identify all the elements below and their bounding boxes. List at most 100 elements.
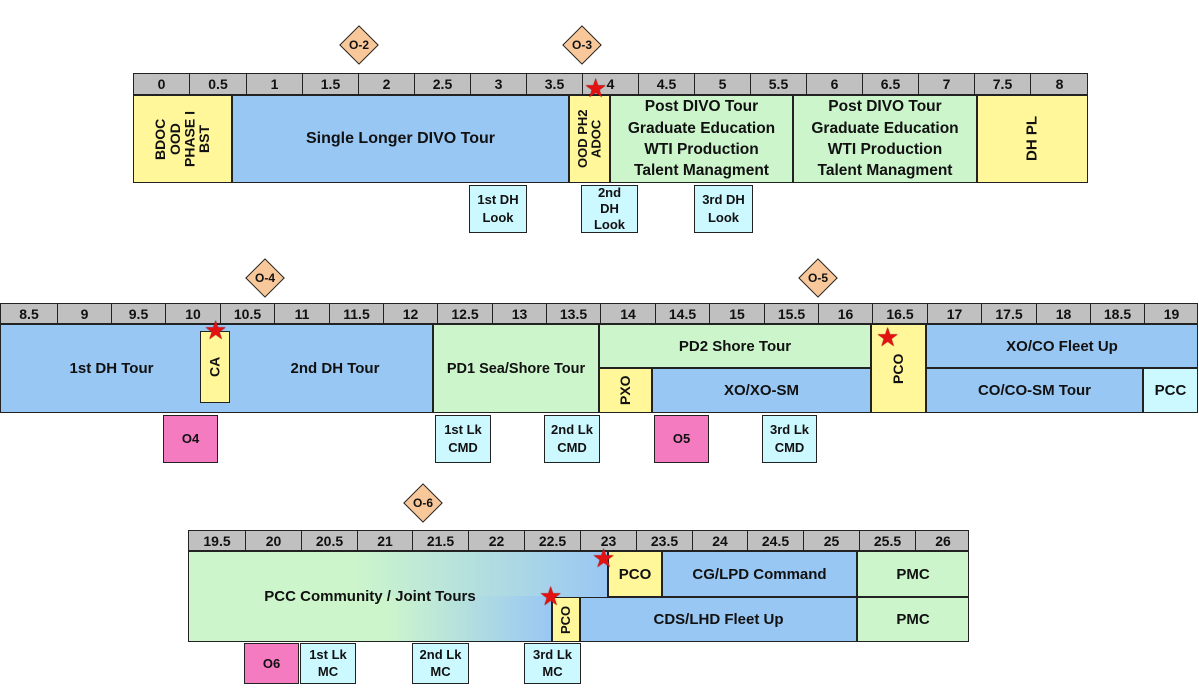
tick: 22 <box>468 531 524 550</box>
tick: 24 <box>692 531 747 550</box>
board-o5: O5 <box>654 415 709 463</box>
tick: 7 <box>918 74 974 94</box>
tick: 26 <box>915 531 970 550</box>
block-post-divo-1: Post DIVO Tour Graduate Education WTI Pr… <box>610 95 793 183</box>
tick: 16.5 <box>872 304 927 323</box>
star-marker: ★ <box>592 543 616 573</box>
tick: 10 <box>165 304 220 323</box>
tick: 17.5 <box>981 304 1036 323</box>
tick: 21.5 <box>412 531 468 550</box>
tick: 5.5 <box>750 74 806 94</box>
tick: 25.5 <box>859 531 915 550</box>
tick: 2 <box>358 74 414 94</box>
tick: 6.5 <box>862 74 918 94</box>
block-pxo: PXO <box>599 368 652 413</box>
milestone-o2: O-2 <box>339 25 379 65</box>
tick: 7.5 <box>974 74 1030 94</box>
block-community-bottom <box>188 596 552 642</box>
tick: 16 <box>818 304 872 323</box>
tick: 15 <box>709 304 764 323</box>
block-xo-co-fleet-up: XO/CO Fleet Up <box>926 324 1198 368</box>
tick: 2.5 <box>414 74 470 94</box>
tick: 22.5 <box>524 531 580 550</box>
block-pd2-tour: PD2 Shore Tour <box>599 324 871 368</box>
milestone-o5: O-5 <box>798 258 838 298</box>
tick: 3 <box>470 74 526 94</box>
block-community-top <box>188 551 608 597</box>
tick: 6 <box>806 74 862 94</box>
tick: 23.5 <box>636 531 692 550</box>
tick: 13.5 <box>546 304 600 323</box>
look-2nd-dh: 2nd DH Look <box>581 185 638 233</box>
milestone-label: O-3 <box>571 38 592 52</box>
look-1st-dh: 1st DH Look <box>469 185 527 233</box>
block-dh-pl: DH PL <box>977 95 1088 183</box>
block-cg-lpd-command: CG/LPD Command <box>662 551 857 597</box>
tick: 25 <box>803 531 859 550</box>
board-o4: O4 <box>163 415 218 463</box>
tick: 18.5 <box>1090 304 1144 323</box>
tick: 5 <box>694 74 750 94</box>
tick: 12 <box>383 304 437 323</box>
block-pco-a: PCO <box>608 551 662 597</box>
tick: 4.5 <box>638 74 694 94</box>
tick: 19.5 <box>203 532 231 549</box>
tick: 1.5 <box>302 74 358 94</box>
label-2nd-dh-tour: 2nd DH Tour <box>290 360 380 377</box>
tick: 11.5 <box>329 304 383 323</box>
tick: 18 <box>1036 304 1090 323</box>
tick: 11 <box>274 304 329 323</box>
block-pmc-1: PMC <box>857 551 969 597</box>
tick: 4 <box>582 74 638 94</box>
tick: 3.5 <box>526 74 582 94</box>
star-marker: ★ <box>876 322 900 352</box>
tick: 23 <box>580 531 636 550</box>
tick: 9 <box>57 304 111 323</box>
block-pmc-2: PMC <box>857 597 969 642</box>
star-marker: ★ <box>584 73 608 103</box>
look-1st-lk-cmd: 1st Lk CMD <box>435 415 491 463</box>
look-3rd-dh: 3rd DH Look <box>694 185 753 233</box>
block-pd1-tour: PD1 Sea/Shore Tour <box>433 324 599 413</box>
milestone-label: O-5 <box>807 271 828 285</box>
tick: 14.5 <box>655 304 709 323</box>
milestone-o6: O-6 <box>403 483 443 523</box>
tick: 21 <box>357 531 412 550</box>
board-o6: O6 <box>244 643 299 684</box>
timeline-scale-row1: 0 0.5 1 1.5 2 2.5 3 3.5 4 4.5 5 5.5 6 6.… <box>133 73 1088 95</box>
milestone-label: O-6 <box>412 496 433 510</box>
tick: 15.5 <box>764 304 818 323</box>
look-1st-lk-mc: 1st Lk MC <box>300 643 356 684</box>
look-2nd-lk-cmd: 2nd Lk CMD <box>544 415 600 463</box>
tick: 17 <box>927 304 981 323</box>
timeline-scale-row3: 19.5 20 20.5 21 21.5 22 22.5 23 23.5 24 … <box>188 530 969 551</box>
block-xo-xo-sm: XO/XO-SM <box>652 368 871 413</box>
block-divo-tour: Single Longer DIVO Tour <box>232 95 569 183</box>
star-marker: ★ <box>204 315 228 345</box>
tick: 8 <box>1030 74 1088 94</box>
look-3rd-lk-cmd: 3rd Lk CMD <box>762 415 817 463</box>
tick: 0.5 <box>189 74 246 94</box>
block-cds-lhd-fleet-up: CDS/LHD Fleet Up <box>580 597 857 642</box>
tick: 0 <box>157 76 166 92</box>
label-pcc-community: PCC Community / Joint Tours <box>264 588 476 605</box>
look-3rd-lk-mc: 3rd Lk MC <box>524 643 581 684</box>
tick: 24.5 <box>747 531 803 550</box>
tick: 10.5 <box>220 304 274 323</box>
tick: 9.5 <box>111 304 165 323</box>
block-post-divo-2: Post DIVO Tour Graduate Education WTI Pr… <box>793 95 977 183</box>
milestone-o3: O-3 <box>562 25 602 65</box>
milestone-label: O-2 <box>348 38 369 52</box>
milestone-o4: O-4 <box>245 258 285 298</box>
tick: 14 <box>600 304 655 323</box>
tick: 13 <box>492 304 546 323</box>
block-bdoc: BDOC OOD PHASE I BST <box>133 95 232 183</box>
tick: 1 <box>246 74 302 94</box>
tick: 20 <box>245 531 301 550</box>
block-co-co-sm-tour: CO/CO-SM Tour <box>926 368 1143 413</box>
tick: 12.5 <box>437 304 492 323</box>
tick: 19 <box>1144 304 1198 323</box>
tick: 8.5 <box>19 305 39 322</box>
star-marker: ★ <box>539 581 563 611</box>
timeline-scale-row2: 8.5 9 9.5 10 10.5 11 11.5 12 12.5 13 13.… <box>0 303 1198 324</box>
